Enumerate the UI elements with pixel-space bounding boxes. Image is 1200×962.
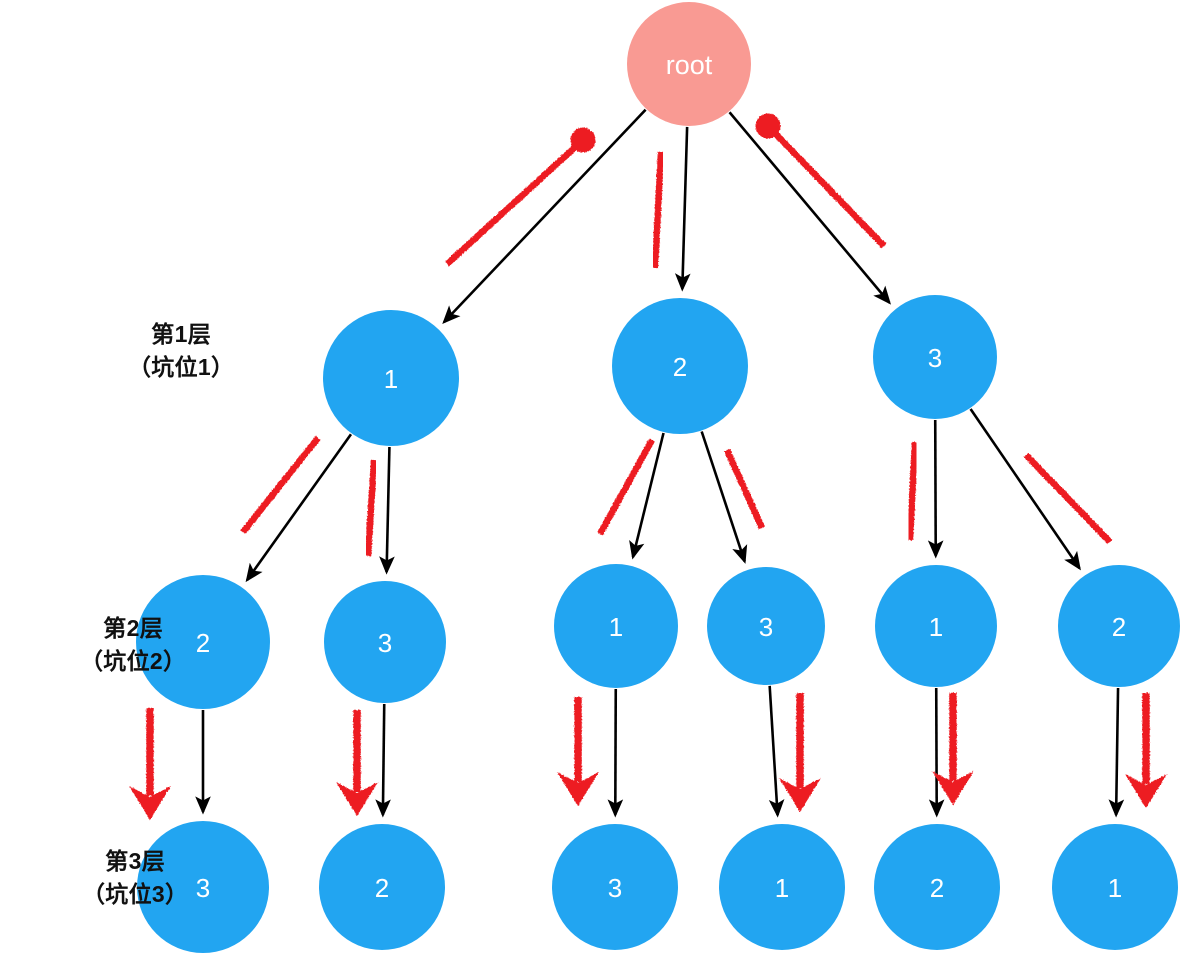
node-label: root [666,50,713,80]
annotation-stroke-plain [906,441,919,541]
level-caption-2-line1: 第2层 [103,615,163,641]
tree-edge [969,408,1081,571]
node-L1-0[interactable]: 1 [323,310,459,446]
node-L2-1[interactable]: 3 [324,581,446,703]
level-caption-2: 第2层 （坑位2） [80,612,186,677]
annotation-stroke-arrow [932,693,974,805]
level-caption-1-line1: 第1层 [151,321,211,347]
node-L1-1[interactable]: 2 [612,298,748,434]
node-L3-5[interactable]: 1 [1052,824,1178,950]
node-circle[interactable] [324,581,446,703]
node-label: 3 [928,343,942,373]
tree-edge [700,431,748,564]
tree-edge [674,126,691,292]
node-L2-3[interactable]: 3 [707,567,825,685]
node-label: 3 [196,873,210,903]
tree-edge [379,446,395,575]
tree-edge [629,432,665,560]
node-circle[interactable] [719,824,845,950]
node-label: 3 [608,873,622,903]
tree-edge [245,433,353,583]
node-L3-3[interactable]: 1 [719,824,845,950]
node-label: 2 [375,873,389,903]
level-caption-1: 第1层 （坑位1） [128,318,234,383]
node-L3-0[interactable]: 3 [137,821,269,953]
node-circle[interactable] [1052,824,1178,950]
annotation-stroke-plain [651,151,665,269]
node-L3-1[interactable]: 2 [319,824,445,950]
tree-edge [442,108,647,324]
tree-edge [375,703,391,818]
annotation-stroke-arrow [336,710,378,816]
node-L2-5[interactable]: 2 [1058,565,1180,687]
annotation-stroke-arrow [129,708,171,820]
node-circle[interactable] [873,295,997,419]
node-L3-4[interactable]: 2 [874,824,1000,950]
node-label: 3 [378,628,392,658]
annotation-stroke-plain [364,459,378,557]
annotation-stroke-dot [755,113,887,249]
annotation-stroke-plain [240,435,321,535]
node-L1-2[interactable]: 3 [873,295,997,419]
annotation-stroke-arrow [779,693,821,812]
annotation-stroke-dot [444,127,596,267]
node-label: 1 [775,873,789,903]
node-L2-0[interactable]: 2 [136,575,270,709]
node-circle[interactable] [323,310,459,446]
node-label: 2 [196,628,210,658]
node-layer: root 1 2 3 2 3 1 3 1 2 3 2 3 1 2 1 [136,2,1180,953]
level-caption-1-line2: （坑位1） [128,353,235,380]
node-label: 3 [759,612,773,642]
node-label: 1 [929,612,943,642]
node-label: 1 [1108,873,1122,903]
annotation-stroke-arrow [557,697,599,806]
node-circle[interactable] [627,2,751,126]
edge-layer [195,108,1125,818]
annotation-stroke-plain [724,448,765,530]
node-circle[interactable] [874,824,1000,950]
annotation-stroke-plain [1023,452,1113,545]
level-caption-2-line2: （坑位2） [80,647,187,674]
level-caption-3-line1: 第3层 [105,848,165,874]
annotation-stroke-arrow [1125,693,1167,808]
tree-edge [927,419,944,559]
node-label: 2 [673,352,687,382]
node-circle[interactable] [136,575,270,709]
node-root[interactable]: root [627,2,751,126]
level-caption-3: 第3层 （坑位3） [82,845,188,910]
node-circle[interactable] [612,298,748,434]
level-caption-3-line2: （坑位3） [82,880,189,907]
node-circle[interactable] [707,567,825,685]
node-L2-4[interactable]: 1 [875,565,997,687]
tree-edge [1108,687,1125,818]
node-label: 1 [384,364,398,394]
node-label: 2 [1112,612,1126,642]
node-label: 1 [609,612,623,642]
node-circle[interactable] [1058,565,1180,687]
node-circle[interactable] [319,824,445,950]
annotation-stroke-plain [597,438,655,536]
node-label: 2 [930,873,944,903]
tree-edge [728,111,891,305]
annotation-layer [129,113,1167,820]
node-circle[interactable] [552,824,678,950]
node-L2-2[interactable]: 1 [554,564,678,688]
tree-edge [768,685,785,818]
node-L3-2[interactable]: 3 [552,824,678,950]
node-circle[interactable] [137,821,269,953]
node-circle[interactable] [554,564,678,688]
node-circle[interactable] [875,565,997,687]
